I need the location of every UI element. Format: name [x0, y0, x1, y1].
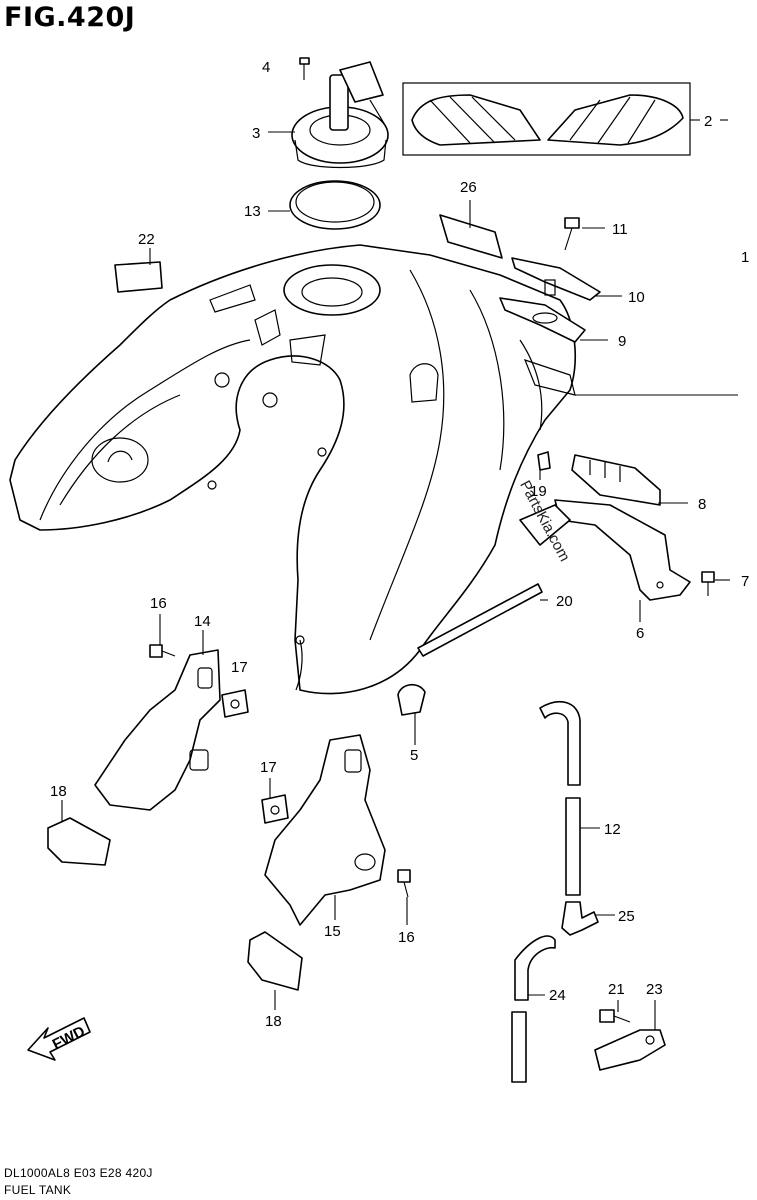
callout-10: 10 — [628, 289, 645, 306]
callout-16-b: 16 — [398, 929, 415, 946]
grommet-part-17-b[interactable] — [261, 794, 289, 824]
callout-25: 25 — [618, 908, 635, 925]
callout-11: 11 — [612, 221, 628, 238]
callout-5: 5 — [410, 747, 418, 764]
cushion-part-8[interactable] — [571, 454, 661, 506]
callout-18-b: 18 — [265, 1013, 282, 1030]
gasket-ring-part-13[interactable] — [289, 180, 381, 230]
pad-part-18-a[interactable] — [47, 817, 111, 866]
callout-14: 14 — [194, 613, 211, 630]
bolt-part-16-a[interactable] — [149, 644, 176, 658]
bolt-part-21[interactable] — [599, 1009, 631, 1023]
bolt-part-11[interactable] — [564, 217, 580, 251]
callout-9: 9 — [618, 333, 626, 350]
hose-part-12[interactable] — [539, 700, 581, 896]
figure-title: FIG.420J — [4, 2, 136, 33]
callout-8: 8 — [698, 496, 706, 513]
cushion-pad-part-22[interactable] — [114, 261, 163, 293]
callout-23: 23 — [646, 981, 663, 998]
callout-21: 21 — [608, 981, 625, 998]
cushion-pad-part-26[interactable] — [439, 214, 503, 259]
hose-part-24[interactable] — [511, 935, 556, 1083]
callout-12: 12 — [604, 821, 621, 838]
callout-24: 24 — [549, 987, 566, 1004]
bracket-part-15[interactable] — [264, 734, 386, 926]
forward-direction-arrow: FWD — [27, 1017, 91, 1061]
bolt-part-16-b[interactable] — [397, 869, 411, 898]
bracket-part-6[interactable] — [519, 499, 691, 601]
callout-2: 2 — [704, 113, 712, 130]
callout-16-a: 16 — [150, 595, 167, 612]
callout-15: 15 — [324, 923, 341, 940]
clamp-part-23[interactable] — [594, 1029, 666, 1071]
rubber-strip-part-20[interactable] — [417, 583, 543, 657]
callout-17-b: 17 — [260, 759, 277, 776]
leader-lines — [61, 119, 738, 1030]
clamp-part-5[interactable] — [397, 683, 426, 716]
clip-part-19[interactable] — [537, 451, 551, 471]
fuel-tank-part-1[interactable] — [9, 244, 576, 695]
grommet-part-17-a[interactable] — [221, 689, 249, 718]
screw-part-4[interactable] — [299, 57, 310, 80]
t-joint-part-25[interactable] — [561, 901, 599, 936]
callout-1: 1 — [741, 249, 749, 266]
bracket-part-14[interactable] — [94, 649, 221, 811]
callout-4: 4 — [262, 59, 270, 76]
callout-7: 7 — [741, 573, 749, 590]
callout-19: 19 — [530, 483, 547, 500]
callout-3: 3 — [252, 125, 260, 142]
bolt-part-7[interactable] — [701, 571, 715, 596]
callout-22: 22 — [138, 231, 155, 248]
pad-part-18-b[interactable] — [247, 931, 303, 991]
callout-13: 13 — [244, 203, 261, 220]
bracket-part-10[interactable] — [511, 257, 601, 301]
callout-18-a: 18 — [50, 783, 67, 800]
fuel-cap-part-3[interactable] — [291, 61, 389, 169]
callout-26: 26 — [460, 179, 477, 196]
callout-17-a: 17 — [231, 659, 248, 676]
callout-20: 20 — [556, 593, 573, 610]
tank-decal-set-part-2[interactable] — [402, 82, 691, 156]
footer-figure-name: FUEL TANK — [4, 1183, 72, 1197]
footer-model-code: DL1000AL8 E03 E28 420J — [4, 1166, 153, 1180]
bracket-part-9[interactable] — [499, 297, 586, 343]
callout-6: 6 — [636, 625, 644, 642]
